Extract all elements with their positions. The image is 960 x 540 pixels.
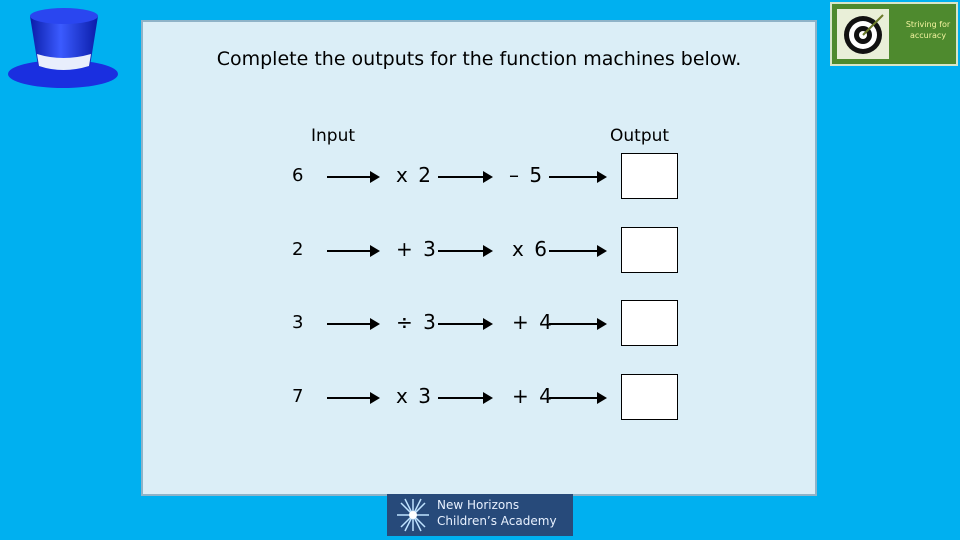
second-operation: x 6 (512, 237, 549, 261)
starburst-icon (397, 498, 429, 532)
output-box[interactable] (621, 300, 678, 346)
arrow-icon (438, 392, 493, 404)
function-machine-row: 6 x 2 – 5 (0, 153, 960, 201)
input-value: 7 (292, 386, 304, 407)
output-column-label: Output (610, 126, 670, 146)
logo-line-1: New Horizons (437, 498, 520, 512)
second-operation: – 5 (509, 163, 545, 187)
arrow-icon (438, 171, 493, 183)
input-value: 2 (292, 239, 304, 260)
output-box[interactable] (621, 374, 678, 420)
output-box[interactable] (621, 227, 678, 273)
arrow-icon (549, 318, 607, 330)
arrow-icon (549, 392, 607, 404)
target-icon (837, 9, 889, 59)
first-operation: + 3 (396, 237, 438, 261)
arrow-icon (438, 318, 493, 330)
top-hat-icon (8, 8, 118, 88)
badge-text: Striving for accuracy (898, 19, 958, 41)
page-title: Complete the outputs for the function ma… (216, 48, 742, 70)
function-machine-row: 7 x 3 + 4 (0, 374, 960, 422)
striving-for-accuracy-badge: Striving for accuracy (830, 2, 958, 66)
arrow-icon (327, 245, 380, 257)
arrow-icon (438, 245, 493, 257)
second-operation: + 4 (512, 310, 554, 334)
first-operation: ÷ 3 (396, 310, 438, 334)
worksheet-panel (141, 20, 817, 496)
input-column-label: Input (311, 126, 356, 146)
academy-logo: New Horizons Children’s Academy (387, 494, 573, 536)
first-operation: x 2 (396, 163, 433, 187)
arrow-icon (327, 392, 380, 404)
arrow-icon (327, 171, 380, 183)
arrow-icon (327, 318, 380, 330)
logo-text: New Horizons Children’s Academy (437, 497, 557, 529)
function-machine-row: 2 + 3 x 6 (0, 227, 960, 275)
output-box[interactable] (621, 153, 678, 199)
function-machine-row: 3 ÷ 3 + 4 (0, 300, 960, 348)
arrow-icon (549, 245, 607, 257)
badge-line-2: accuracy (909, 31, 947, 40)
input-value: 3 (292, 312, 304, 333)
arrow-icon (549, 171, 607, 183)
first-operation: x 3 (396, 384, 433, 408)
badge-line-1: Striving for (905, 20, 951, 29)
second-operation: + 4 (512, 384, 554, 408)
input-value: 6 (292, 165, 304, 186)
logo-line-2: Children’s Academy (437, 514, 557, 528)
